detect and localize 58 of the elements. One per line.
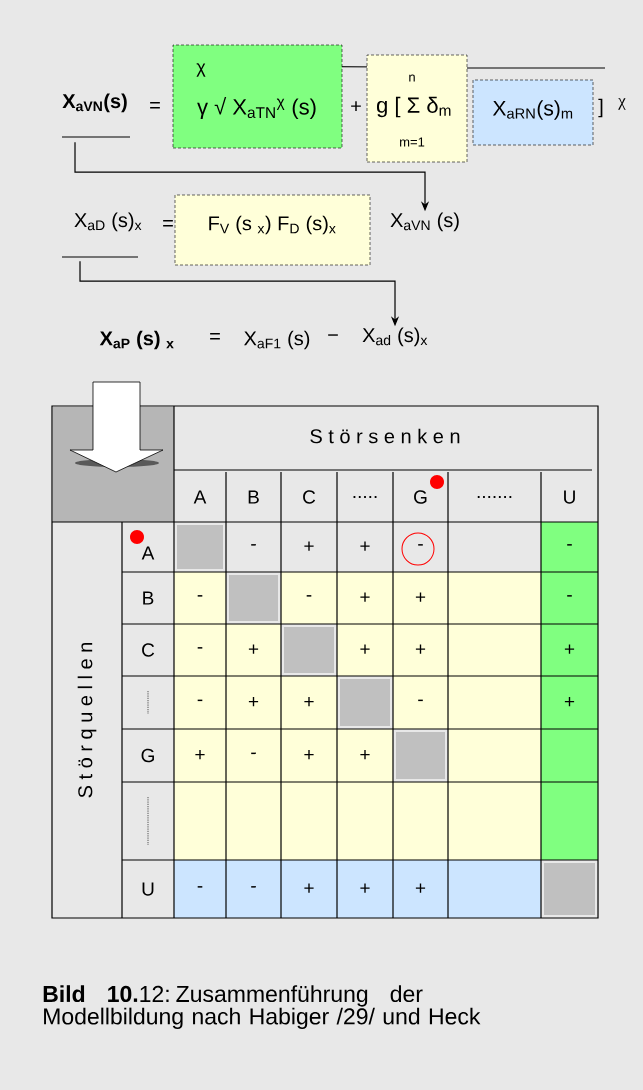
table-text: C (303, 490, 316, 504)
table-text: + (415, 644, 426, 654)
table-text: + (248, 697, 259, 707)
table-text: - (418, 544, 423, 546)
exponent: χ (618, 98, 626, 110)
table-text: - (251, 544, 256, 546)
table-text: - (197, 886, 203, 888)
row-group-heading: S t ö r q u e l l e n (77, 642, 97, 798)
plus-sign: + (351, 101, 361, 111)
table-text: + (195, 750, 205, 760)
table-text: C (142, 643, 155, 657)
formula-box: F$_{V}$ (s $_{x}$) F$_{D}$ (s)$_{x}$ (174, 194, 371, 266)
formula-term: X$_{aVN}$ (s) (390, 212, 459, 232)
table-text: - (197, 647, 203, 649)
table-text: U (142, 882, 154, 896)
formula-term: X$_{aD}$ (s)$_{x}$ (74, 212, 142, 232)
table-text: B (248, 490, 259, 504)
table-text: + (304, 883, 314, 893)
table-text: - (251, 752, 256, 755)
table-text: + (360, 541, 370, 551)
table-text: + (360, 750, 370, 760)
table-text: A (193, 490, 207, 504)
table-text: - (197, 699, 203, 702)
formula-box: X$_{aRN}$(s)$_{m}$ (472, 79, 594, 146)
formula-term: − (328, 334, 338, 336)
table-text: + (304, 750, 314, 760)
table-text: - (197, 595, 203, 597)
formula-term: X$_{ad}$ (s)$_{x}$ (362, 327, 428, 347)
table-text: ..... (353, 496, 377, 498)
equals-sign: = (210, 333, 220, 340)
table-text: + (415, 592, 426, 602)
table-text: - (306, 595, 312, 597)
formula-term: X$_{aF1}$ (s) (244, 330, 310, 350)
table-text: - (567, 544, 572, 546)
table-text: + (360, 644, 370, 654)
table-text: B (143, 591, 154, 605)
table-text: + (415, 883, 426, 893)
table-text: + (360, 592, 370, 602)
column-group-heading: S t ö r s e n k e n (310, 428, 460, 444)
table-text: U (564, 490, 575, 504)
table-text: + (304, 697, 314, 707)
table-text: + (360, 883, 370, 893)
table-text: + (564, 644, 575, 654)
table-text: ....... (477, 496, 512, 498)
table-text: + (564, 697, 575, 707)
table-text: - (567, 595, 572, 597)
table-text: + (304, 541, 314, 551)
table-text: G (141, 748, 154, 763)
table-text: - (418, 699, 423, 702)
table-text: - (251, 886, 256, 888)
table-text: A (141, 546, 155, 560)
table-text: + (248, 644, 259, 654)
formula-box: n g [ Σ δ$_{m}$ m=1 (366, 54, 468, 163)
caption: Bild 10.12: Zusammenführung der Modellbildung nach Habiger /29/ und Heck (43, 985, 481, 1030)
formula-box: χ γ √ X$_{aTN}$$^{χ}$ (s) (172, 44, 343, 149)
table-text: G (414, 490, 427, 504)
formula-term: X$_{aP}$ (s) $_{x}$ (99, 330, 174, 350)
formula-term: X$_{aVN}$(s) (62, 93, 127, 113)
